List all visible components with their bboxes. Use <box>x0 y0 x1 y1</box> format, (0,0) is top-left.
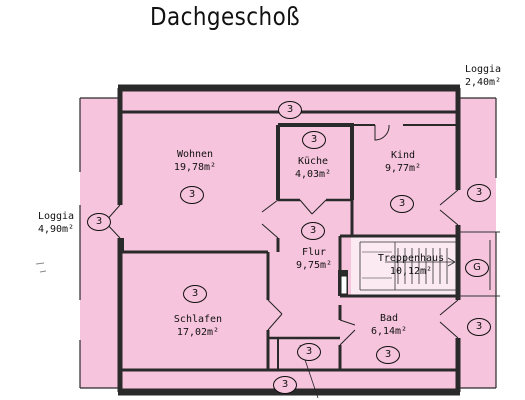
label-flur: Flur 9,75m² <box>289 246 339 272</box>
badge-top: 3 <box>278 101 302 119</box>
room-area: 19,78m² <box>173 162 217 173</box>
badge-bottom: 3 <box>273 376 297 394</box>
scan-mark <box>35 262 47 273</box>
door-swings <box>104 124 459 399</box>
room-name: Wohnen <box>176 149 214 160</box>
page-title: Dachgeschoß <box>150 2 301 31</box>
label-treppenhaus: Treppenhaus 10,12m² <box>376 252 446 278</box>
room-area: 4,90m² <box>37 224 75 235</box>
room-area: 10,12m² <box>389 266 433 277</box>
label-loggia-left: Loggia 4,90m² <box>36 210 76 236</box>
badge-stair: G <box>465 259 489 277</box>
room-name: Kind <box>390 150 416 161</box>
badge-loggia-left: 3 <box>87 213 111 231</box>
staircase <box>359 241 458 291</box>
stair-extension <box>458 231 500 297</box>
badge-flur: 3 <box>301 222 325 240</box>
label-kueche: Küche 4,03m² <box>288 155 338 181</box>
room-area: 9,75m² <box>295 260 333 271</box>
room-area: 17,02m² <box>176 327 220 338</box>
badge-wohnen: 3 <box>180 186 204 204</box>
room-name: Bad <box>379 313 399 324</box>
room-name: Loggia <box>464 64 502 75</box>
room-area: 6,14m² <box>370 326 408 337</box>
badge-bad: 3 <box>376 346 400 364</box>
badge-entry: 3 <box>297 343 321 361</box>
walls <box>79 84 497 396</box>
meter-box <box>340 275 348 295</box>
room-area: 4,03m² <box>294 169 332 180</box>
badge-right-upper: 3 <box>467 184 491 202</box>
label-wohnen: Wohnen 19,78m² <box>165 148 225 174</box>
room-name: Flur <box>301 247 327 258</box>
badge-right-lower: 3 <box>467 318 491 336</box>
room-name: Küche <box>297 156 329 167</box>
badge-schlafen: 3 <box>183 285 207 303</box>
label-kind: Kind 9,77m² <box>378 149 428 175</box>
badge-kind: 3 <box>390 195 414 213</box>
room-name: Treppenhaus <box>377 253 445 264</box>
room-name: Loggia <box>37 211 75 222</box>
badge-kueche: 3 <box>302 131 326 149</box>
label-bad: Bad 6,14m² <box>364 312 414 338</box>
room-name: Schlafen <box>173 314 223 325</box>
room-area: 2,40m² <box>464 77 502 88</box>
label-loggia-right: Loggia 2,40m² <box>458 63 508 89</box>
room-area: 9,77m² <box>384 163 422 174</box>
label-schlafen: Schlafen 17,02m² <box>168 313 228 339</box>
